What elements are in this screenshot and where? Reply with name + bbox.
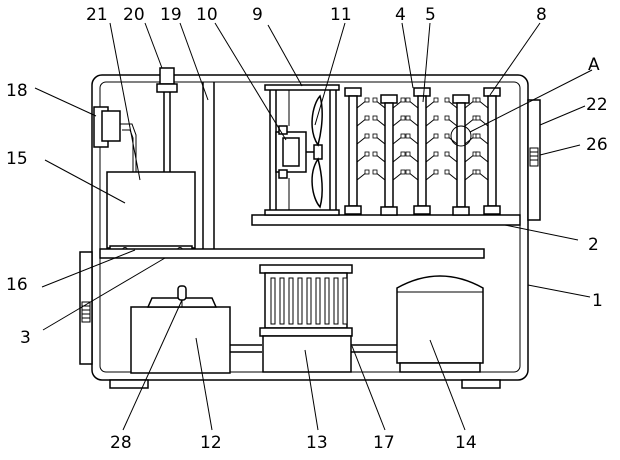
pipe-connector [120,123,137,172]
label-2: 2 [588,235,599,255]
label-22: 22 [586,95,608,115]
label-13: 13 [306,433,328,453]
label-18: 18 [6,81,28,101]
feet [109,379,501,389]
label-9: 9 [252,5,263,25]
label-21: 21 [86,5,108,25]
left-side-panel [79,251,93,365]
label-17: 17 [373,433,395,453]
fan-motor [275,90,314,210]
label-3: 3 [20,328,31,348]
label-A: A [588,55,600,75]
label-16: 16 [6,275,28,295]
leader-lines [34,22,593,431]
label-11: 11 [330,5,352,25]
right-door-panel [527,99,541,221]
upper-shelf [251,214,521,226]
middle-shelf [99,248,485,259]
filter-column-4 [452,94,470,216]
label-8: 8 [536,5,547,25]
label-12: 12 [200,433,222,453]
connecting-pipes [230,344,397,353]
tank [106,171,196,249]
label-10: 10 [196,5,218,25]
filter-column-1 [344,87,362,215]
radiator-unit [259,264,353,373]
top-pump [156,67,178,172]
wall-device [93,106,121,148]
label-1: 1 [592,291,603,311]
number-labels: 21 20 19 10 9 11 4 5 8 A 18 22 26 15 2 1… [6,5,608,453]
vertical-partition [202,82,215,250]
compressor [396,275,484,373]
label-19: 19 [160,5,182,25]
label-4: 4 [395,5,406,25]
label-15: 15 [6,149,28,169]
water-box [130,285,231,374]
label-26: 26 [586,135,608,155]
label-20: 20 [123,5,145,25]
label-14: 14 [455,433,477,453]
label-5: 5 [425,5,436,25]
fan-blades [311,94,323,209]
filter-columns [344,87,501,216]
door-handle [529,147,539,167]
label-28: 28 [110,433,132,453]
filter-bristles [356,97,489,181]
detail-a-marker [450,125,472,147]
filter-column-2 [380,94,398,216]
filter-column-3 [413,87,431,215]
